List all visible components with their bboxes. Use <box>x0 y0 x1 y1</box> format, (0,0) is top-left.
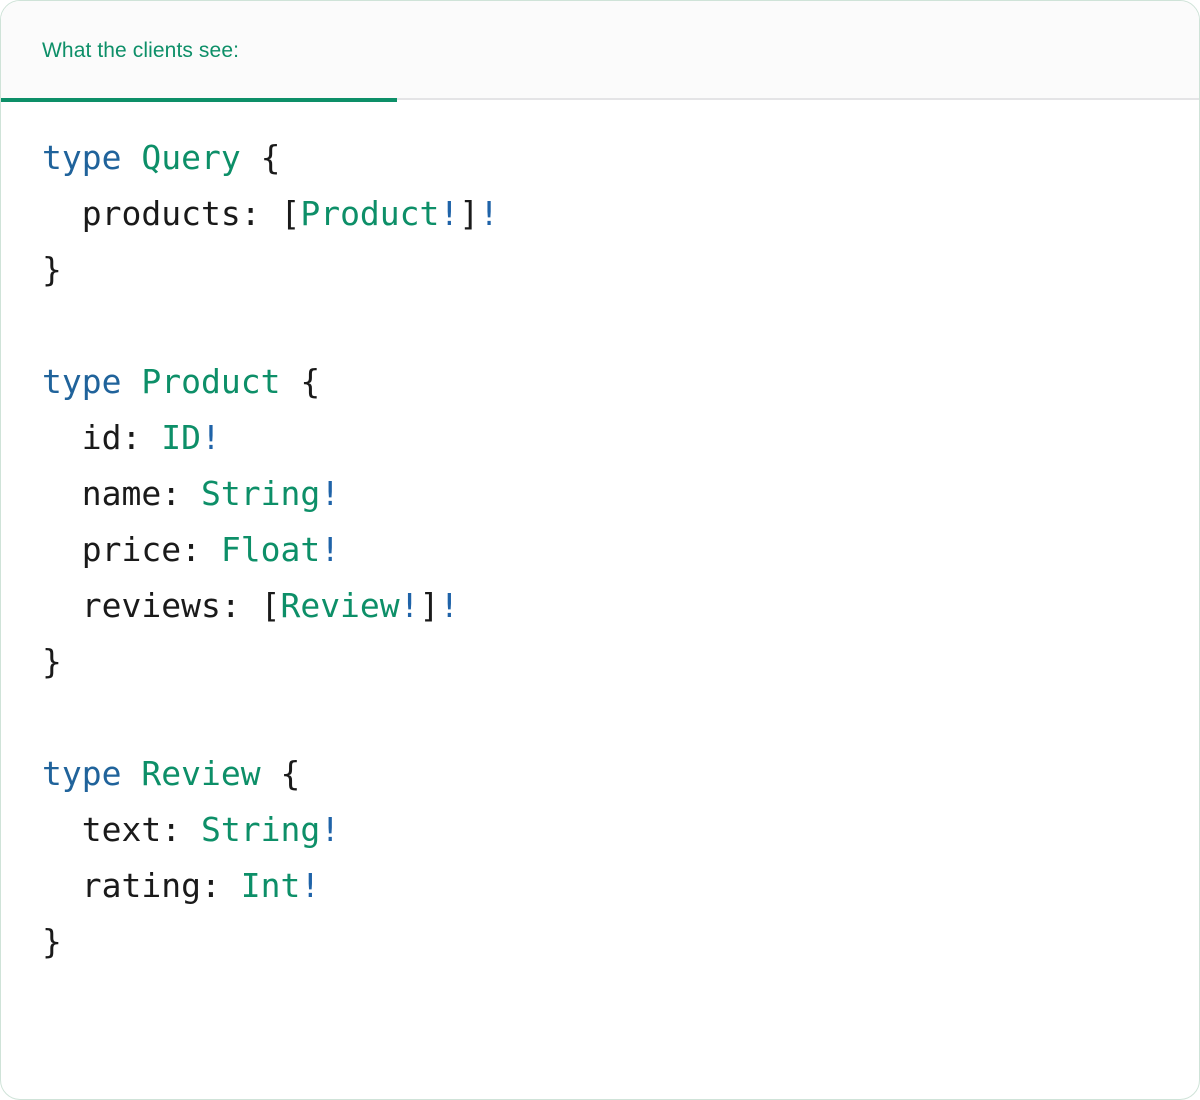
field-reviews: reviews <box>81 586 221 625</box>
bracket-close: ] <box>459 194 480 233</box>
blank-line <box>42 690 1199 746</box>
colon: : <box>220 586 241 625</box>
field-rating: rating <box>81 866 201 905</box>
code-line: } <box>42 642 62 681</box>
type-name-product: Product <box>300 194 440 233</box>
code-line: type Query { <box>42 138 280 177</box>
type-name-product: Product <box>141 362 281 401</box>
graphql-schema-code[interactable]: type Query { products: [Product!]! } typ… <box>1 130 1199 970</box>
field-name: name <box>81 474 162 513</box>
bang: ! <box>320 530 341 569</box>
colon: : <box>161 474 182 513</box>
type-name-string: String <box>200 474 321 513</box>
type-name-float: Float <box>220 530 321 569</box>
brace-close: } <box>42 250 62 289</box>
blank-line <box>42 298 1199 354</box>
code-line: products: [Product!]! <box>42 194 499 233</box>
bang: ! <box>479 194 500 233</box>
code-area: type Query { products: [Product!]! } typ… <box>1 100 1199 970</box>
brace-open: { <box>260 138 281 177</box>
bang: ! <box>300 866 321 905</box>
field-price: price <box>81 530 182 569</box>
colon: : <box>121 418 142 457</box>
brace-open: { <box>280 754 301 793</box>
type-name-id: ID <box>161 418 201 457</box>
tab-active-underline <box>1 98 397 102</box>
code-line: price: Float! <box>42 530 340 569</box>
colon: : <box>200 866 221 905</box>
bang: ! <box>201 418 221 457</box>
tab-what-the-clients-see[interactable]: What the clients see: <box>1 1 397 102</box>
code-line: } <box>42 250 62 289</box>
field-id: id <box>81 418 122 457</box>
type-name-review: Review <box>141 754 261 793</box>
keyword-type: type <box>42 138 122 177</box>
colon: : <box>161 810 182 849</box>
type-name-int: Int <box>240 866 301 905</box>
code-line: reviews: [Review!]! <box>42 586 460 625</box>
field-text: text <box>81 810 162 849</box>
brace-close: } <box>42 922 62 961</box>
bracket-open: [ <box>260 586 281 625</box>
type-name-string: String <box>200 810 321 849</box>
colon: : <box>181 530 201 569</box>
bang: ! <box>320 810 341 849</box>
code-line: } <box>42 922 62 961</box>
type-name-query: Query <box>141 138 241 177</box>
tab-label: What the clients see: <box>42 38 240 62</box>
code-line: type Product { <box>42 362 320 401</box>
keyword-type: type <box>42 754 122 793</box>
brace-close: } <box>42 642 62 681</box>
colon: : <box>240 194 261 233</box>
code-line: text: String! <box>42 810 340 849</box>
bang: ! <box>439 194 460 233</box>
code-line: rating: Int! <box>42 866 320 905</box>
code-line: id: ID! <box>42 418 221 457</box>
field-products: products <box>81 194 241 233</box>
bang: ! <box>399 586 420 625</box>
bracket-close: ] <box>419 586 440 625</box>
code-line: name: String! <box>42 474 340 513</box>
bang: ! <box>320 474 341 513</box>
type-name-review: Review <box>280 586 400 625</box>
bang: ! <box>439 586 460 625</box>
bracket-open: [ <box>280 194 301 233</box>
keyword-type: type <box>42 362 122 401</box>
code-line: type Review { <box>42 754 300 793</box>
brace-open: { <box>300 362 321 401</box>
tab-bar: What the clients see: <box>1 1 1199 102</box>
